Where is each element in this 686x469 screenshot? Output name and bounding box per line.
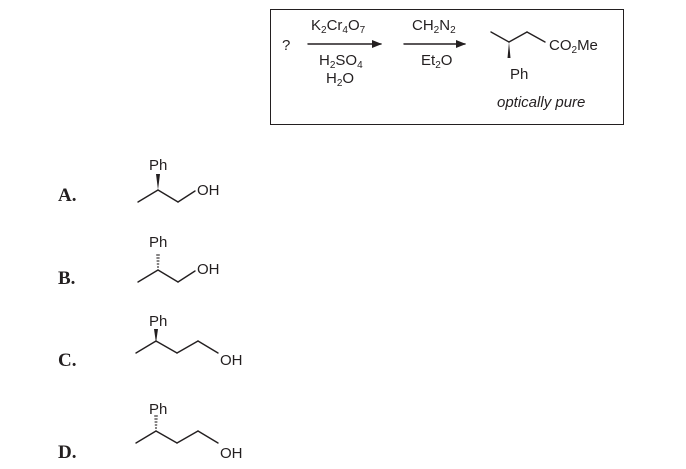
option-c-skeleton: [135, 340, 219, 354]
product-ester-label: CO2Me: [549, 37, 598, 56]
ether-solvent: Et2O: [421, 52, 453, 71]
option-b-hydroxyl-label: OH: [197, 261, 220, 278]
option-a-hydroxyl-label: OH: [197, 182, 220, 199]
unknown-starting-material: ?: [282, 37, 291, 54]
option-a-skeleton: [137, 189, 196, 203]
option-b-skeleton: [137, 269, 196, 283]
product-skeleton: [490, 31, 546, 43]
option-d-hashed-bond: [154, 415, 158, 429]
option-a-phenyl-label: Ph: [149, 157, 168, 174]
option-d-skeleton: [135, 430, 219, 444]
option-c-wedge-bond: [154, 329, 158, 343]
acid-reagent: H2SO4: [319, 52, 363, 71]
option-d-hydroxyl-label: OH: [220, 445, 243, 462]
option-b-hashed-bond: [156, 254, 160, 268]
water-reagent: H2O: [326, 70, 355, 89]
optically-pure-note: optically pure: [497, 94, 586, 111]
option-c-hydroxyl-label: OH: [220, 352, 243, 369]
option-letter-d: D.: [58, 442, 77, 463]
reaction-scheme-box: [270, 9, 624, 125]
product-phenyl-label: Ph: [510, 66, 529, 83]
oxidant-reagent: K2Cr4O7: [311, 17, 366, 36]
diazomethane-reagent: CH2N2: [412, 17, 456, 36]
option-c-phenyl-label: Ph: [149, 313, 168, 330]
option-letter-a: A.: [58, 185, 77, 206]
option-b-phenyl-label: Ph: [149, 234, 168, 251]
option-letter-b: B.: [58, 268, 76, 289]
product-wedge-bond: [507, 42, 511, 58]
option-d-phenyl-label: Ph: [149, 401, 168, 418]
option-a-wedge-bond: [156, 174, 160, 190]
option-letter-c: C.: [58, 350, 77, 371]
